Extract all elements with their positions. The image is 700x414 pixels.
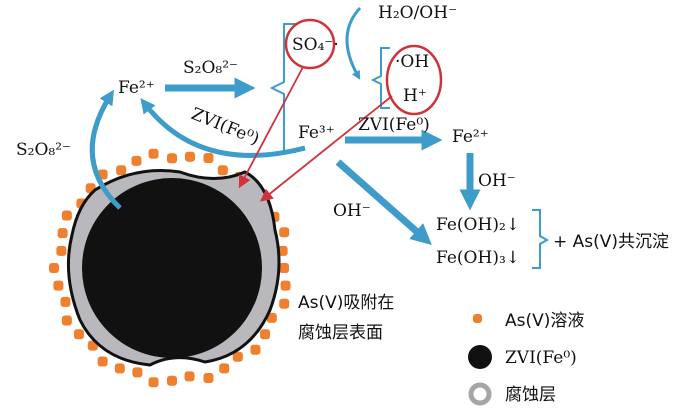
black-circle-icon <box>468 345 492 369</box>
s2o8-left-label: S₂O₈²⁻ <box>16 140 71 160</box>
grey-ring-icon <box>468 382 492 406</box>
as-v-dot <box>279 263 289 273</box>
as-v-dot <box>219 363 230 374</box>
h2o-oh-label: H₂O/OH⁻ <box>378 3 457 23</box>
as-v-dot <box>148 148 159 159</box>
as-v-dot <box>73 329 84 340</box>
oh-down-label: OH⁻ <box>478 171 516 191</box>
as-v-dot <box>97 356 108 367</box>
as-v-dot <box>131 155 142 166</box>
as-v-dot <box>167 153 177 164</box>
adsorb-label-1: As(V)吸附在 <box>298 293 394 313</box>
h-plus-label: H⁺ <box>403 86 427 106</box>
fe2-right-label: Fe²⁺ <box>452 127 489 147</box>
legend-label: 腐蚀层 <box>505 385 556 405</box>
orange-dot-icon <box>473 314 482 323</box>
legend: As(V)溶液 ZVI(Fe⁰) 腐蚀层 <box>468 311 584 406</box>
arrow-fe3-to-fe2 <box>140 98 306 158</box>
fe2-left-label: Fe²⁺ <box>118 78 155 98</box>
coprecip-label: + As(V)共沉淀 <box>553 232 669 252</box>
as-v-dot <box>61 315 72 326</box>
oh-h-ellipse <box>385 44 443 116</box>
zvi-curve-label: ZVI(Fe⁰) <box>188 104 262 149</box>
oh-diag-label: OH⁻ <box>333 201 371 221</box>
as-v-dot <box>203 372 214 383</box>
as-v-dot <box>57 228 68 239</box>
arrow-so4-to-oh <box>345 6 362 80</box>
reaction-arrows <box>89 6 481 245</box>
as-v-dot <box>60 296 71 307</box>
adsorb-label-2: 腐蚀层表面 <box>298 323 383 343</box>
arrow-zvi-to-fe2 <box>89 89 122 210</box>
brackets <box>269 23 550 269</box>
as-v-dot <box>53 280 64 291</box>
as-v-dot <box>61 210 72 221</box>
as-v-dot <box>184 151 195 162</box>
as-v-dot <box>132 367 143 378</box>
as-v-dot <box>280 280 291 291</box>
feoh2-label: Fe(OH)₂↓ <box>436 215 520 235</box>
as-v-dot <box>217 165 228 176</box>
as-v-dot <box>167 375 177 386</box>
as-v-dot <box>148 377 159 388</box>
so4-radical-label: SO₄⁻· <box>292 35 339 55</box>
as-v-dot <box>114 363 125 374</box>
so4-circle <box>284 18 336 70</box>
oh-radical-label: ·OH <box>395 52 429 72</box>
arrow-fe3-to-feoh3 <box>335 159 432 245</box>
legend-label: As(V)溶液 <box>505 311 584 331</box>
as-v-dot <box>232 351 243 362</box>
radical-highlights <box>238 18 443 202</box>
as-v-dot <box>203 153 214 164</box>
as-v-dot <box>184 371 195 382</box>
fe3-label: Fe³⁺ <box>298 123 335 143</box>
zvi-particle <box>49 148 291 388</box>
as-v-dot <box>56 245 67 256</box>
s2o8-top-label: S₂O₈²⁻ <box>183 58 238 78</box>
as-v-dot <box>260 329 271 340</box>
as-v-dot <box>116 165 127 176</box>
zvi-arrow-label: ZVI(Fe⁰) <box>358 115 430 135</box>
zvi-core <box>82 178 262 358</box>
as-v-dot <box>279 227 290 238</box>
feoh3-label: Fe(OH)₃↓ <box>436 248 520 268</box>
as-v-dot <box>266 312 277 323</box>
as-v-dot <box>279 298 290 309</box>
as-v-dot <box>49 263 59 273</box>
legend-label: ZVI(Fe⁰) <box>505 348 577 368</box>
as-v-dot <box>250 344 261 355</box>
